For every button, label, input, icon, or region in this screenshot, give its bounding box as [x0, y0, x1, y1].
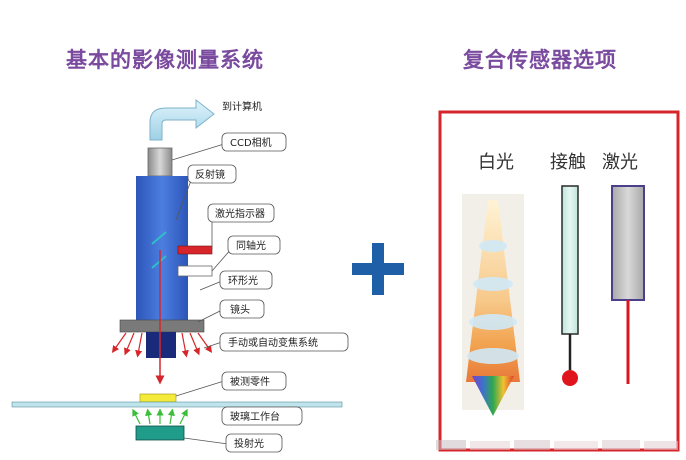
- label-zoom-system: 手动或自动变焦系统: [228, 336, 318, 349]
- coaxial-light-module: [177, 265, 213, 277]
- label-box-ring: 环形光: [219, 270, 273, 290]
- label-backlight: 投射光: [234, 437, 264, 450]
- backlight-rays: [132, 408, 188, 425]
- right-title: 复合传感器选项: [463, 48, 617, 72]
- label-ccd-camera: CCD相机: [230, 136, 272, 149]
- label-ring-light: 环形光: [228, 274, 258, 287]
- left-title: 基本的影像测量系统: [66, 48, 264, 72]
- glass-stage: [11, 401, 343, 408]
- mirror-lower: [151, 255, 167, 269]
- ccd-camera: [147, 147, 173, 177]
- label-laser: 激光: [602, 152, 638, 173]
- label-touch: 接触: [550, 152, 586, 173]
- label-white-light: 白光: [478, 152, 514, 173]
- label-box-laser-pointer: 激光指示器: [207, 203, 275, 223]
- backlight-source: [135, 425, 185, 441]
- label-box-workpiece: 被测零件: [221, 371, 287, 391]
- sensor-options-panel: 白光 接触 激光: [436, 110, 680, 452]
- label-glass-stage: 玻璃工作台: [230, 410, 280, 423]
- mirror-upper: [151, 231, 167, 245]
- ring-light-plate: [119, 319, 205, 333]
- label-box-zoom: 手动或自动变焦系统: [219, 332, 349, 352]
- plus-icon: [352, 243, 404, 295]
- leader-lines: [171, 143, 291, 445]
- label-lens: 镜头: [230, 303, 250, 316]
- label-box-lens: 镜头: [219, 299, 265, 319]
- label-laser-pointer: 激光指示器: [215, 207, 265, 220]
- workpiece: [139, 393, 177, 403]
- label-workpiece: 被测零件: [230, 375, 270, 388]
- laser-pointer-module: [177, 245, 213, 255]
- label-box-mirror: 反射镜: [187, 164, 237, 184]
- label-box-ccd: CCD相机: [221, 132, 287, 152]
- label-box-coaxial: 同轴光: [227, 235, 281, 255]
- label-box-glass-stage: 玻璃工作台: [221, 406, 303, 426]
- measurement-system-diagram: 到计算机: [11, 98, 349, 453]
- lens: [146, 332, 176, 358]
- label-box-backlight: 投射光: [225, 433, 283, 453]
- label-mirror: 反射镜: [195, 168, 225, 181]
- blurred-footer: [436, 440, 678, 450]
- touch-probe-sensor: [561, 185, 579, 386]
- ring-light-rays: [111, 332, 213, 358]
- white-light-sensor: [462, 194, 524, 416]
- laser-sensor: [611, 185, 645, 384]
- label-coaxial-light: 同轴光: [236, 239, 266, 252]
- to-computer-arrow: [149, 98, 215, 141]
- label-to-computer: 到计算机: [222, 100, 262, 113]
